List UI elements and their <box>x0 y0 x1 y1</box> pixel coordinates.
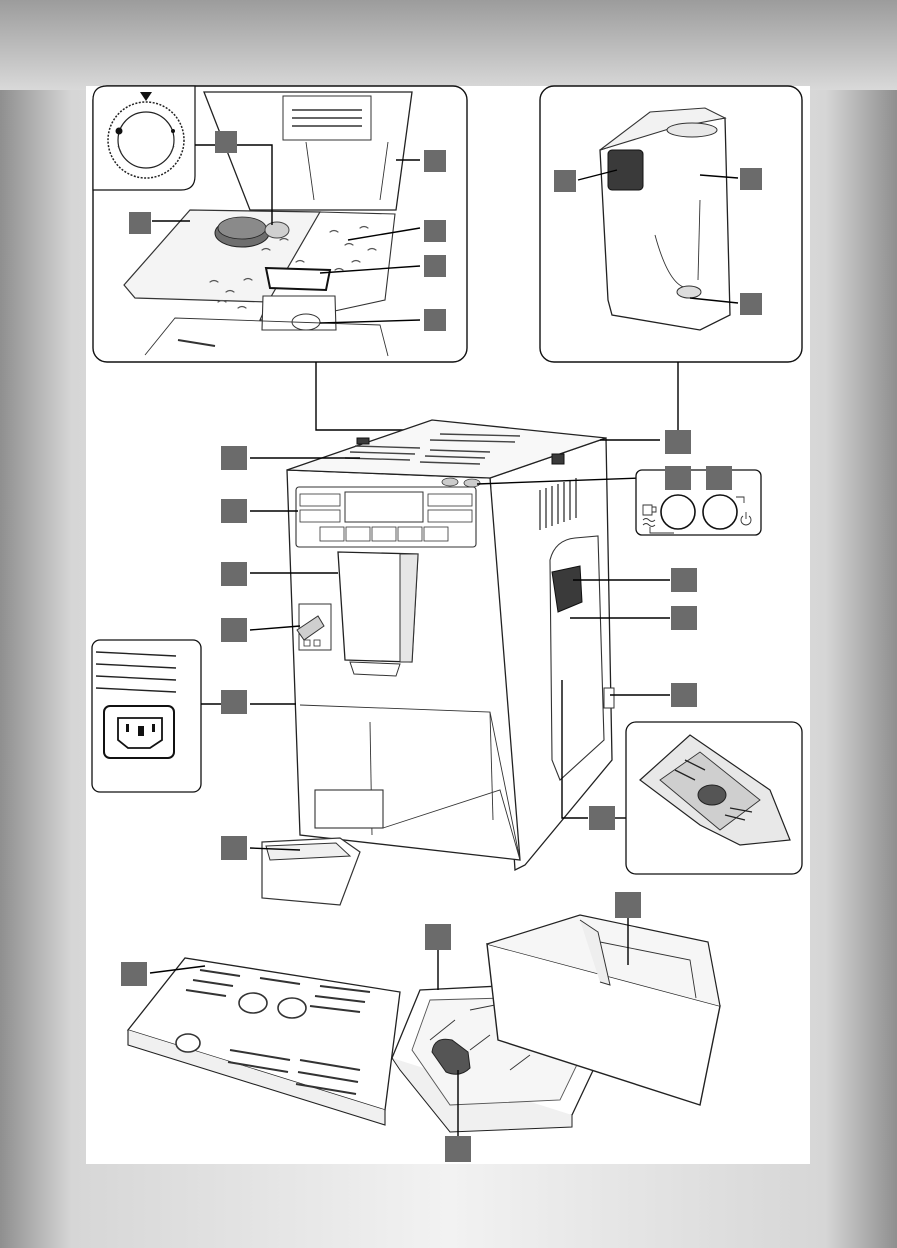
c-float <box>445 1136 471 1162</box>
c-aroma-cover <box>424 150 446 172</box>
c-coffee-spout <box>221 562 247 586</box>
power-button <box>703 495 737 529</box>
c-measuring-spoon <box>424 255 446 277</box>
rinse-button <box>661 495 695 529</box>
c-grind-adjust-knob <box>215 131 237 153</box>
c-drip-tray <box>615 892 641 918</box>
c-control-panel <box>221 499 247 523</box>
buttons-inset <box>636 466 761 535</box>
c-water-tank <box>740 168 762 190</box>
bean-container-panel <box>93 86 467 362</box>
coarse-bean-icon <box>116 128 123 135</box>
tank-handle <box>608 150 643 190</box>
c-mains-socket <box>221 690 247 714</box>
c-cup-warmer <box>221 446 247 470</box>
c-brew-unit <box>589 806 615 830</box>
drip-tray-cover <box>121 958 400 1125</box>
c-bean-container <box>424 220 446 242</box>
grinder-dial-inset <box>93 86 195 190</box>
c-service-door <box>671 606 697 630</box>
c-power-button <box>706 466 732 490</box>
small-drip-container <box>221 836 360 905</box>
c-hot-water-nozzle <box>221 618 247 642</box>
fine-bean-icon <box>171 129 175 133</box>
c-rinse-button <box>665 466 691 490</box>
c-drip-tray-cover <box>121 962 147 986</box>
c-water-tank-rear <box>665 430 691 454</box>
control-panel <box>296 487 476 547</box>
c-side-switch <box>671 683 697 707</box>
c-drip-tray-small <box>221 836 247 860</box>
mains-socket-inset <box>92 640 221 792</box>
c-door-handle <box>671 568 697 592</box>
c-ground-coffee-funnel <box>424 309 446 331</box>
c-bean-container-lid <box>129 212 151 234</box>
c-water-tank-handle <box>554 170 576 192</box>
water-tank-panel <box>540 86 802 362</box>
brew-unit-inset <box>626 722 802 874</box>
c-coffee-grounds-container <box>425 924 451 950</box>
c-water-tank-valve <box>740 293 762 315</box>
